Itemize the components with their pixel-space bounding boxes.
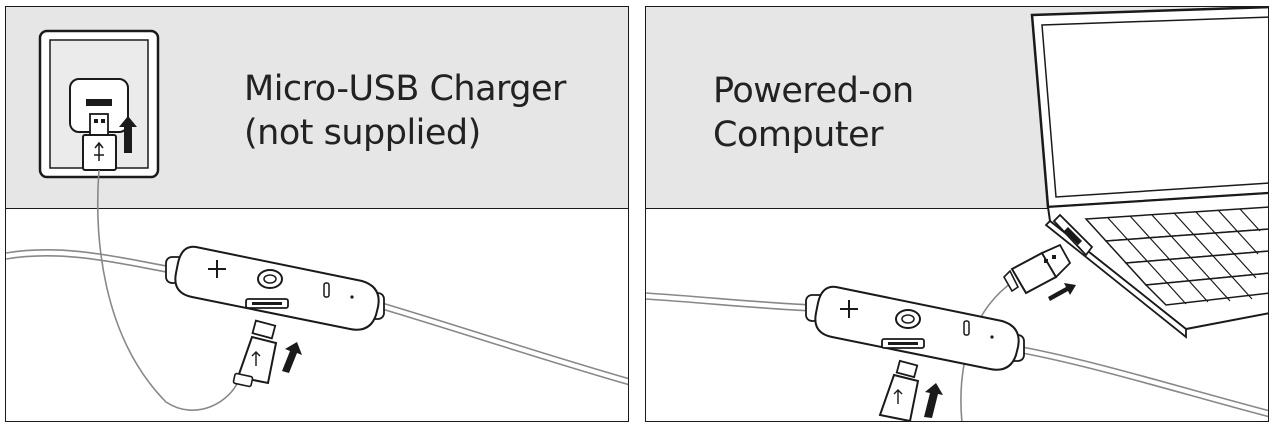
charger-illustration — [6, 29, 628, 411]
minus-icon — [323, 282, 330, 298]
usb-plug-icon — [82, 113, 117, 171]
charger-caption-line1: Micro-USB Charger — [244, 69, 566, 109]
panel-computer: Powered-on Computer — [645, 6, 1269, 422]
micro-usb-plug-icon — [232, 319, 278, 388]
computer-caption-line1: Powered-on — [713, 71, 914, 111]
micro-usb-plug-icon — [878, 359, 920, 421]
led-icon — [350, 295, 354, 299]
arrow-up-icon — [282, 342, 302, 373]
minus-icon — [963, 320, 970, 336]
usb-plug-icon — [1003, 243, 1072, 295]
wall-charger-icon — [38, 29, 160, 179]
plus-icon — [840, 300, 858, 318]
laptop-icon — [1030, 7, 1268, 339]
computer-illustration — [646, 7, 1268, 421]
arrow-up-icon — [119, 116, 137, 153]
charger-caption-line2: (not supplied) — [244, 113, 481, 153]
led-icon — [990, 335, 994, 339]
remote-control-icon — [165, 245, 385, 331]
panel-charger: Micro-USB Charger (not supplied) — [5, 6, 629, 422]
arrow-up-icon — [924, 383, 943, 418]
arrow-up-icon — [1048, 283, 1076, 301]
charger-caption: Micro-USB Charger (not supplied) — [244, 67, 566, 155]
remote-control-icon — [805, 285, 1025, 371]
computer-caption-line2: Computer — [713, 115, 883, 155]
computer-caption: Powered-on Computer — [713, 69, 914, 157]
plus-icon — [208, 260, 226, 278]
